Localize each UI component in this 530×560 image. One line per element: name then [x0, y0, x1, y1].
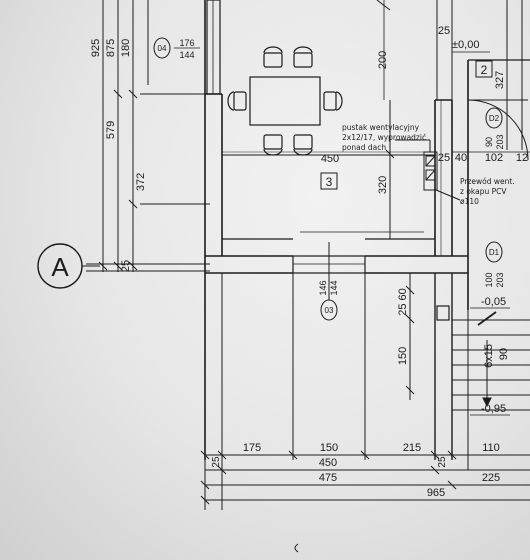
door-d2-swing	[467, 99, 529, 161]
window-w04-tag: 04	[158, 44, 167, 53]
dim-25-wall: 25	[438, 152, 450, 164]
dim-372: 372	[135, 173, 147, 191]
dim-200: 200	[377, 51, 389, 69]
level-top: ±0,00	[452, 39, 479, 51]
bottom-dimension-lines	[200, 273, 530, 510]
window-w04-height: 144	[179, 50, 194, 60]
window-w03-tag-circle	[320, 299, 338, 321]
level-low: -0,95	[481, 403, 506, 415]
dim-25-bottom-right: 25	[437, 456, 448, 468]
dining-table-set	[227, 46, 343, 156]
door-d1-height: 203	[495, 272, 505, 287]
door-d1-tag-circle	[485, 241, 503, 263]
door-d2-width: 90	[484, 137, 494, 147]
ventilation-block	[300, 139, 461, 233]
pipe-note-line-2: z okapu PCV	[460, 187, 507, 196]
window-w04-tag-circle	[153, 37, 171, 59]
room-3-box	[320, 172, 338, 190]
dim-175: 175	[243, 442, 261, 454]
pipe-note-line-1: Przewód went.	[460, 177, 515, 186]
room-dimension-lines	[222, 100, 435, 400]
dim-150-vertical: 150	[397, 347, 409, 365]
dim-25-left: 25	[120, 260, 132, 272]
stray-mark	[294, 543, 299, 553]
vent-note-line-1: pustak wentylacyjny	[342, 123, 420, 132]
dim-90-stair: 90	[498, 348, 510, 360]
dim-320: 320	[377, 176, 389, 194]
room-3-label: 3	[326, 175, 333, 189]
dim-12: 12	[516, 152, 528, 164]
dim-965: 965	[427, 487, 445, 499]
dim-25-60: 25 60	[397, 288, 409, 316]
window-w03-tag: 03	[325, 306, 334, 315]
dim-925: 925	[90, 39, 102, 57]
left-dimension-lines	[86, 0, 210, 272]
dim-215: 215	[403, 442, 421, 454]
door-d1-tag: D1	[489, 248, 500, 257]
dim-475: 475	[319, 472, 337, 484]
dim-6x15: 6x15	[483, 344, 495, 368]
dim-450: 450	[319, 457, 337, 469]
dim-102: 102	[485, 152, 503, 164]
door-d1-width: 100	[484, 272, 494, 287]
pipe-note-line-3: ø110	[460, 197, 479, 206]
stairs	[452, 311, 530, 411]
dim-40: 40	[455, 152, 467, 164]
dim-875: 875	[105, 39, 117, 57]
axis-label: A	[51, 252, 69, 282]
door-d2-tag: D2	[489, 114, 500, 123]
room-2-label: 2	[481, 63, 488, 77]
level-mid: -0,05	[481, 296, 506, 308]
dim-25-bottom-left: 25	[211, 456, 222, 468]
room-3-width: 450	[321, 153, 339, 165]
dim-150: 150	[320, 442, 338, 454]
dim-579: 579	[105, 121, 117, 139]
dim-225: 225	[482, 472, 500, 484]
window-w04-width: 176	[179, 38, 194, 48]
window-w03-width: 146	[318, 280, 328, 295]
room-2-box	[475, 60, 493, 78]
vent-note-line-2: 2x12/17, wyprowadzić	[342, 133, 426, 142]
dim-110: 110	[482, 442, 500, 454]
door-d2-tag-circle	[485, 107, 503, 129]
dim-327: 327	[494, 71, 506, 89]
door-d2-height: 203	[495, 134, 505, 149]
window-w03-height: 144	[329, 280, 339, 295]
vent-note-line-3: ponad dach	[342, 143, 386, 152]
dim-180: 180	[120, 39, 132, 57]
dim-25-top-right: 25	[438, 25, 450, 37]
